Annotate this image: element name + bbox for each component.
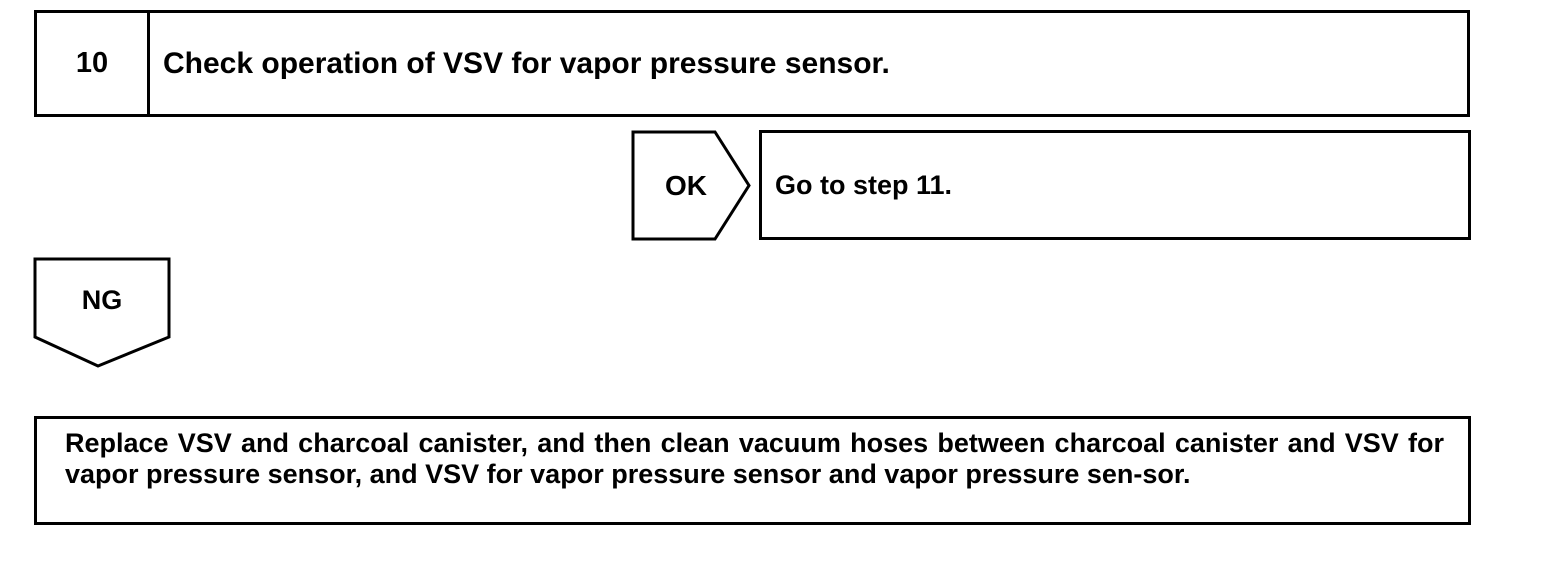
ok-action-text: Go to step 11. [775, 169, 953, 200]
ok-action-box: Go to step 11. [759, 130, 1471, 240]
ok-arrow-icon [631, 130, 751, 241]
ng-arrow-icon [33, 257, 171, 368]
ng-action-box: Replace VSV and charcoal canister, and t… [34, 416, 1471, 525]
step-title: Check operation of VSV for vapor pressur… [163, 46, 890, 80]
step-box: 10 Check operation of VSV for vapor pres… [34, 10, 1470, 117]
ok-label: OK [665, 169, 707, 201]
step-number: 10 [37, 13, 150, 114]
ng-label: NG [81, 284, 123, 315]
ng-action-text: Replace VSV and charcoal canister, and t… [65, 428, 1444, 489]
